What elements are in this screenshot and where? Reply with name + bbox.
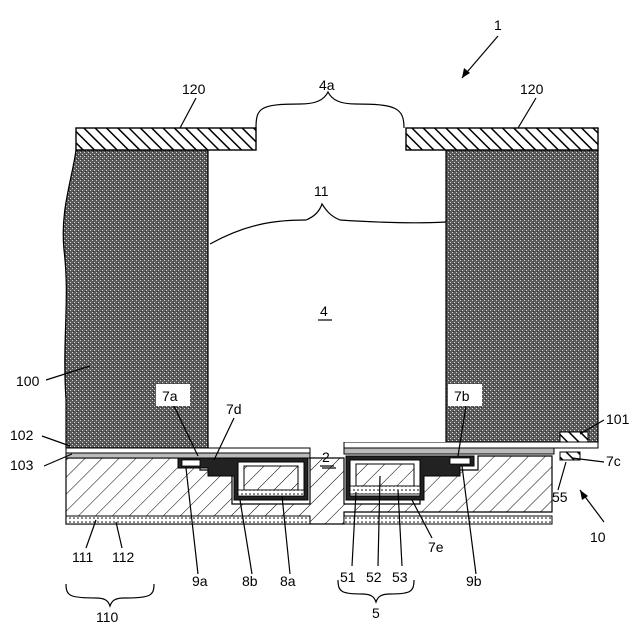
ref-label-102: 102 [10,427,34,443]
ref-label-111: 111 [72,549,93,565]
substrate-layer-112 [66,516,552,524]
ref-label-52: 52 [366,569,382,585]
ref-label-cavity-walls: 11 [314,183,329,199]
ref-label-112: 112 [112,549,135,565]
ref-label-110: 110 [96,609,119,625]
ref-label-53: 53 [392,569,408,585]
ref-label-cover-right: 120 [520,81,544,97]
ref-label-55: 55 [552,489,568,505]
ref-label-101: 101 [606,411,630,427]
ref-label-5: 5 [372,605,380,621]
ref-label-gap: 2 [322,449,330,465]
ref-label-7b: 7b [454,388,470,404]
ref-label-7a: 7a [162,388,178,404]
ref-label-cover-left: 120 [182,81,206,97]
ref-label-51: 51 [340,569,356,585]
cover-plate-120-left [76,128,256,150]
cover-plate-120-right [406,128,598,150]
ref-label-body: 100 [16,373,40,389]
ref-label-9a: 9a [192,573,208,589]
ref-label-8a: 8a [280,573,296,589]
ref-label-7e: 7e [428,539,444,555]
ref-label-device: 1 [494,17,502,33]
ref-label-8b: 8b [242,573,258,589]
ref-label-cavity: 4 [320,303,328,319]
ref-label-10: 10 [590,529,606,545]
ref-label-9b: 9b [466,573,482,589]
ref-label-window: 4a [319,77,335,93]
substrate-111 [66,456,552,524]
ref-label-7c: 7c [606,453,621,469]
ref-label-7d: 7d [226,401,242,417]
ref-label-103: 103 [10,457,34,473]
